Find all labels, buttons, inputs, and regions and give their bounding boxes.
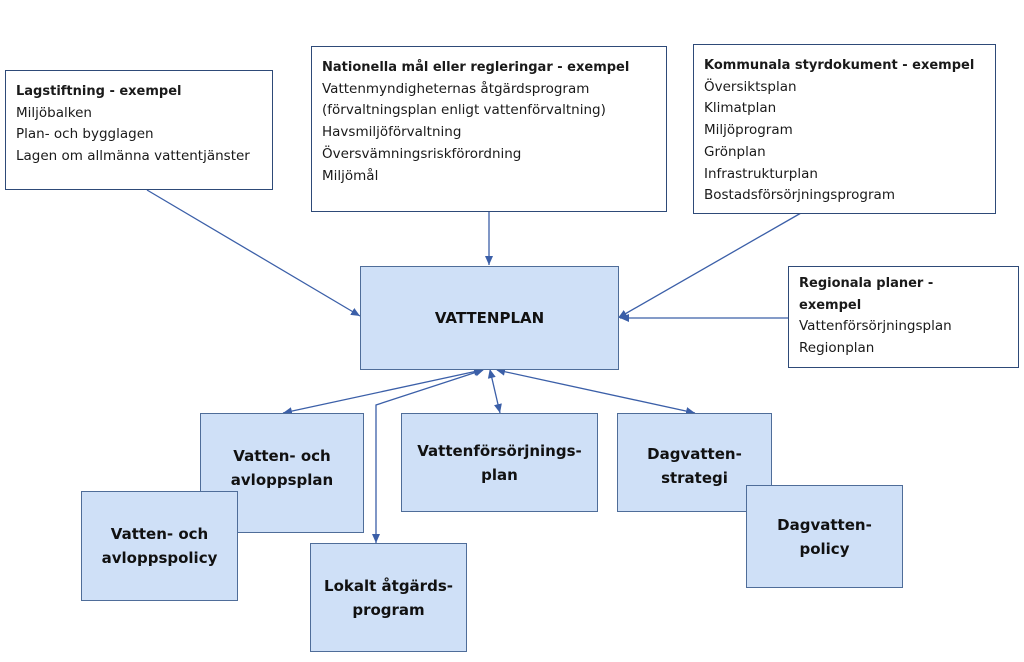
lagstiftning-item: Miljöbalken	[16, 104, 92, 121]
nationella-item: Vattenmyndigheternas åtgärdsprogram	[322, 80, 590, 97]
arrow-vattenplan-to-dagvatten	[496, 367, 696, 415]
dagvatten-policy-box: Dagvatten- policy	[746, 485, 903, 588]
vattenplan-box: VATTENPLAN	[360, 266, 619, 370]
kommunala-item: Miljöprogram	[704, 122, 793, 139]
vattenforsorjningsplan-box: Vattenförsörjnings- plan	[401, 413, 598, 512]
nationella-item: Miljömål	[322, 167, 379, 184]
lagstiftning-title: Lagstiftning - exempel	[16, 84, 182, 99]
lagstiftning-box: Lagstiftning - exempel Miljöbalken Plan-…	[5, 70, 273, 190]
kommunala-title: Kommunala styrdokument - exempel	[704, 58, 975, 73]
arrow-vattenplan-to-va-plan	[282, 367, 483, 416]
nationella-box: Nationella mål eller regleringar - exemp…	[311, 46, 667, 212]
nationella-item: (förvaltningsplan enligt vattenförvaltni…	[322, 102, 606, 119]
kommunala-box: Kommunala styrdokument - exempel Översik…	[693, 44, 996, 214]
lagstiftning-item: Lagen om allmänna vattentjänster	[16, 148, 250, 165]
nationella-title: Nationella mål eller regleringar - exemp…	[322, 60, 630, 75]
regionala-item: Vattenförsörjningsplan	[799, 318, 952, 335]
regionala-title-line2: exempel	[799, 297, 862, 313]
nationella-item: Översvämningsriskförordning	[322, 145, 522, 162]
regionala-title-line1: Regionala planer -	[799, 276, 934, 291]
kommunala-item: Klimatplan	[704, 100, 777, 117]
kommunala-item: Grönplan	[704, 143, 766, 160]
kommunala-item: Bostadsförsörjningsprogram	[704, 187, 895, 204]
kommunala-item: Infrastrukturplan	[704, 165, 818, 182]
kommunala-item: Översiktsplan	[704, 78, 797, 95]
regionala-box: Regionala planer - exempel Vattenförsörj…	[788, 266, 1019, 368]
nationella-item: Havsmiljöförvaltning	[322, 124, 462, 141]
arrow-lagstiftning-to-vattenplan	[146, 189, 361, 317]
arrow-vattenplan-to-vattenforsorjning	[487, 369, 502, 414]
lokalt-atgardsprogram-box: Lokalt åtgärds- program	[310, 543, 467, 652]
arrow-vattenplan-to-lokalt	[372, 368, 484, 543]
lagstiftning-item: Plan- och bygglagen	[16, 126, 154, 143]
regionala-item: Regionplan	[799, 340, 875, 357]
arrow-kommunala-to-vattenplan	[617, 212, 802, 319]
va-policy-box: Vatten- och avloppspolicy	[81, 491, 238, 601]
